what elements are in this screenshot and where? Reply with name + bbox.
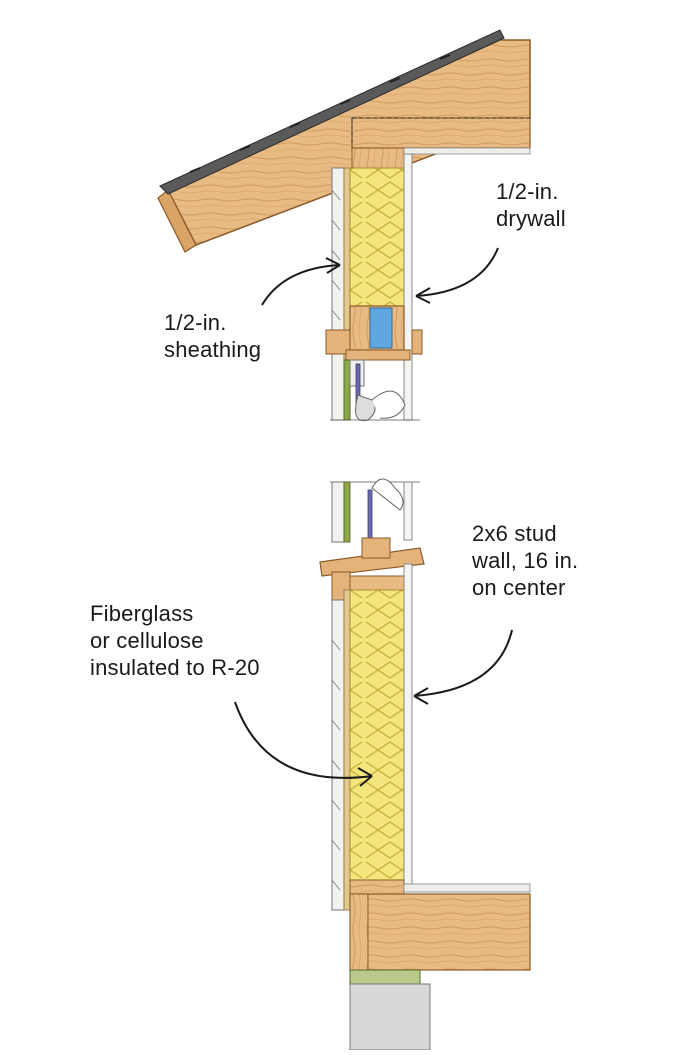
upper-siding [331, 167, 345, 421]
ceiling-drywall [403, 147, 531, 155]
foundation [349, 969, 431, 1051]
label-insulation: Fiberglass or cellulose insulated to R-2… [90, 601, 260, 680]
lower-window-frame [331, 478, 413, 543]
arrow-insulation [234, 701, 373, 779]
roof-shingles [159, 29, 505, 195]
arrow-sheathing [261, 264, 341, 306]
label-sheathing: 1/2-in. sheathing [164, 310, 262, 362]
label-stud-wall: 2x6 stud wall, 16 in. on center [472, 521, 579, 600]
upper-drywall [403, 153, 413, 421]
floor-framing [349, 879, 531, 971]
callout-arrows [234, 247, 513, 787]
upper-window-frame [343, 359, 406, 422]
window-header [325, 305, 423, 361]
label-drywall: 1/2-in. drywall [496, 179, 566, 231]
arrow-drywall [415, 247, 499, 297]
lower-sheathing [343, 589, 351, 911]
upper-insulation [349, 167, 405, 307]
arrow-stud-wall [413, 629, 513, 697]
lower-drywall [403, 563, 413, 885]
lower-insulation [349, 589, 405, 881]
top-plate [351, 117, 531, 169]
lower-siding [331, 599, 345, 911]
